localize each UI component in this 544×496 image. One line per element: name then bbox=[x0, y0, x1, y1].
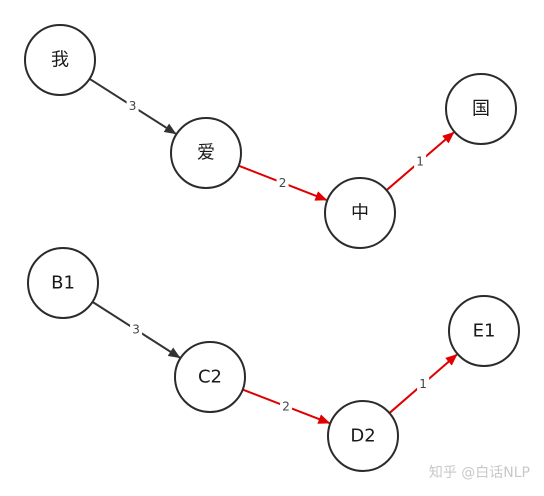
edge-label-background bbox=[276, 174, 289, 191]
node-d2: D2 bbox=[327, 400, 399, 472]
node-guo: 国 bbox=[445, 73, 517, 145]
node-label: E1 bbox=[473, 321, 496, 342]
node-circle bbox=[448, 295, 520, 367]
node-circle bbox=[24, 24, 96, 96]
node-label: B1 bbox=[51, 273, 75, 294]
edge-label-background bbox=[130, 321, 143, 338]
node-label: C2 bbox=[198, 367, 222, 388]
edge-label-background bbox=[417, 375, 430, 392]
node-circle bbox=[174, 341, 246, 413]
edge-weight-label: 2 bbox=[279, 176, 287, 190]
edge-label-background bbox=[126, 98, 139, 115]
node-label: 中 bbox=[351, 203, 369, 224]
node-wo: 我 bbox=[24, 24, 96, 96]
node-b1: B1 bbox=[27, 247, 99, 319]
edge-weight-label: 1 bbox=[419, 377, 427, 391]
node-ai: 爱 bbox=[170, 117, 242, 189]
node-circle bbox=[27, 247, 99, 319]
edge-weight-label: 1 bbox=[416, 154, 424, 168]
node-label: 我 bbox=[51, 50, 69, 71]
node-circle bbox=[327, 400, 399, 472]
watermark-text: 知乎 @白话NLP bbox=[428, 465, 530, 481]
node-circle bbox=[324, 177, 396, 249]
edge-weight-label: 2 bbox=[282, 399, 290, 413]
edge-weight-label: 3 bbox=[132, 323, 140, 337]
node-zhong: 中 bbox=[324, 177, 396, 249]
node-label: D2 bbox=[350, 426, 375, 447]
node-circle bbox=[170, 117, 242, 189]
node-e1: E1 bbox=[448, 295, 520, 367]
edge-label-background bbox=[414, 153, 427, 170]
node-circle bbox=[445, 73, 517, 145]
edge-weight-label: 3 bbox=[129, 99, 137, 113]
node-c2: C2 bbox=[174, 341, 246, 413]
node-label: 爱 bbox=[197, 143, 215, 164]
edge-label-background bbox=[280, 398, 293, 415]
node-label: 国 bbox=[472, 99, 490, 120]
